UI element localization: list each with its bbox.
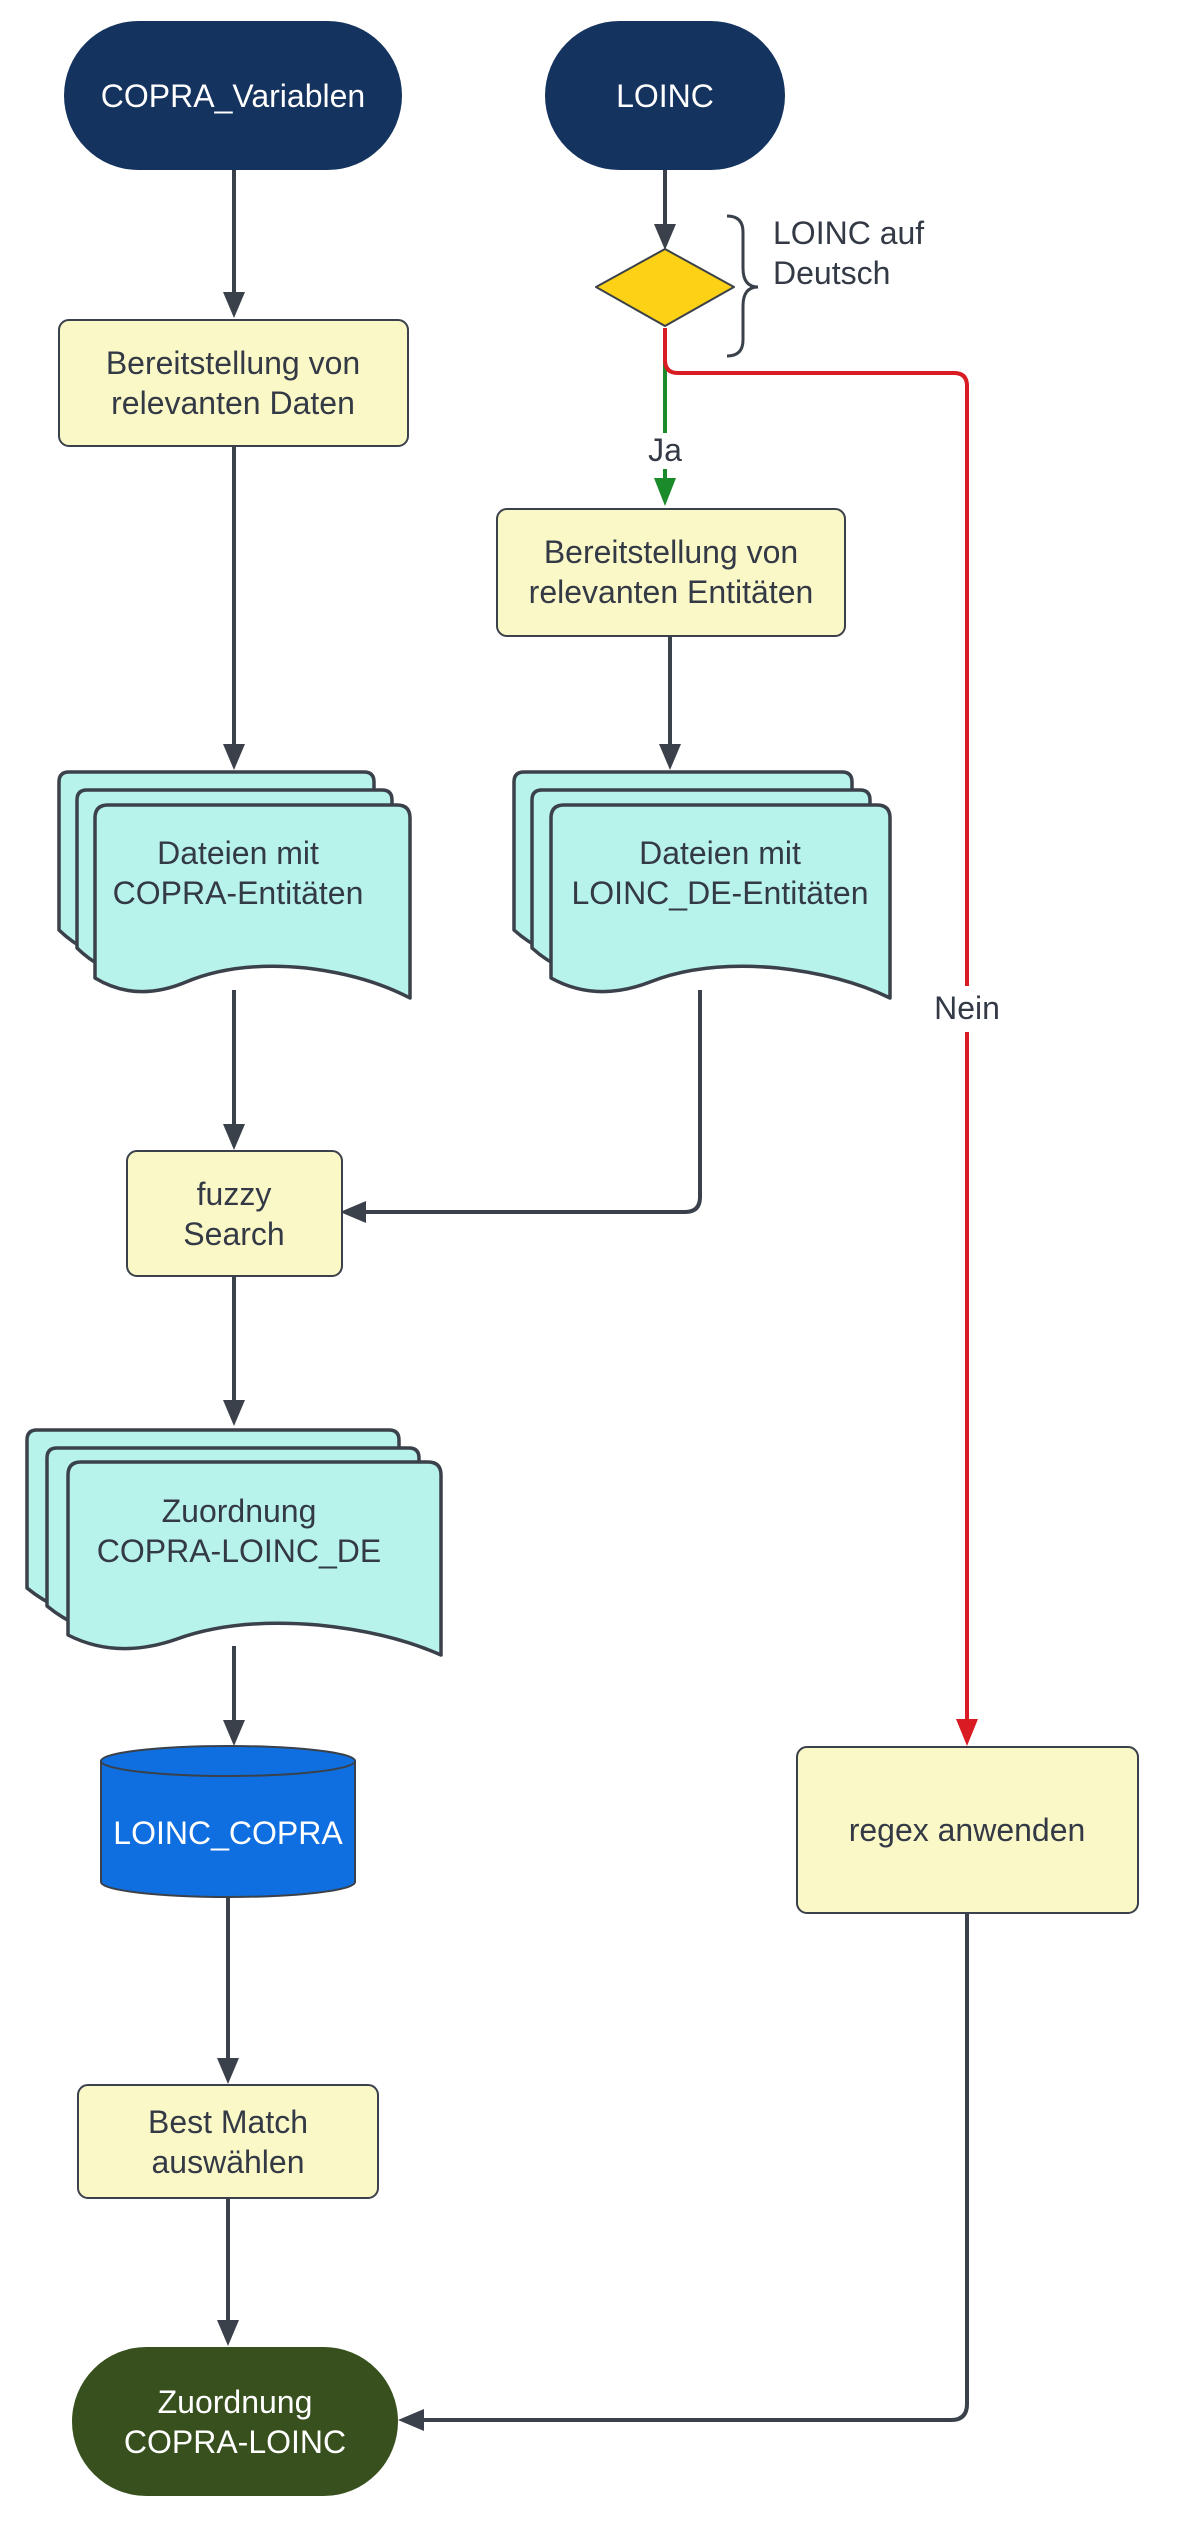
node-label: COPRA_Variablen xyxy=(101,78,365,114)
terminal-copra-variablen: COPRA_Variablen xyxy=(64,21,402,170)
arrowhead-yes xyxy=(654,478,676,506)
terminal-shape xyxy=(545,21,785,170)
node-label-line: Deutsch xyxy=(773,255,890,291)
annotation-brace xyxy=(726,214,759,358)
node-label-line: COPRA-LOINC xyxy=(124,2424,346,2460)
arrowhead xyxy=(223,1124,245,1150)
arrowhead xyxy=(340,1201,366,1223)
document-sheet xyxy=(549,803,892,1000)
node-label-line: Bereitstellung von xyxy=(106,345,360,381)
decision-diamond xyxy=(595,248,735,327)
arrowhead xyxy=(659,744,681,770)
node-label-line: Dateien mit xyxy=(157,835,319,871)
node-label-line: Zuordnung xyxy=(162,1493,317,1529)
node-label-line: Search xyxy=(183,1216,284,1252)
node-label-line: LOINC auf xyxy=(773,215,924,251)
edge-regex-to-final xyxy=(418,1913,969,2422)
edge-label-background xyxy=(640,433,690,469)
arrowhead xyxy=(223,1720,245,1746)
terminal-loinc: LOINC xyxy=(545,21,785,170)
node-label-line: relevanten Entitäten xyxy=(529,574,814,610)
arrowhead xyxy=(223,1400,245,1426)
arrowhead xyxy=(398,2409,424,2431)
node-label-line: relevanten Daten xyxy=(111,385,355,421)
process-shape xyxy=(77,2084,379,2199)
node-label-line: COPRA-Entitäten xyxy=(113,875,364,911)
node-label-line: Bereitstellung von xyxy=(544,534,798,570)
process-shape xyxy=(496,508,846,637)
document-sheet xyxy=(93,803,412,1000)
edge-label-yes: Ja xyxy=(648,432,682,468)
arrowhead-no xyxy=(956,1719,978,1746)
edge-decision-no xyxy=(663,328,969,986)
process-regex-anwenden: regex anwenden xyxy=(796,1746,1139,1914)
node-label: Best Match auswählen xyxy=(148,2104,308,2180)
terminal-shape xyxy=(72,2347,398,2496)
node-label-line: COPRA-LOINC_DE xyxy=(97,1533,382,1569)
process-shape xyxy=(58,319,409,447)
node-label-line: regex anwenden xyxy=(849,1812,1086,1848)
arrowhead xyxy=(217,2320,239,2346)
node-label-line: COPRA_Variablen xyxy=(101,78,365,114)
arrowhead xyxy=(217,2058,239,2084)
node-label-line: fuzzy xyxy=(197,1176,272,1212)
edge-dateien-loinc-to-fuzzy xyxy=(360,990,702,1214)
node-label-line: auswählen xyxy=(152,2144,305,2180)
process-bereitstellung-entitaeten: Bereitstellung von relevanten Entitäten xyxy=(496,508,846,637)
node-label-line: LOINC xyxy=(616,78,714,114)
node-label-line: LOINC_DE-Entitäten xyxy=(571,875,868,911)
process-best-match: Best Match auswählen xyxy=(77,2084,379,2199)
node-label-line: Best Match xyxy=(148,2104,308,2140)
edge-label-background xyxy=(928,988,1006,1030)
database-loinc-copra: LOINC_COPRA xyxy=(100,1745,356,1898)
edge-label-no: Nein xyxy=(934,990,1000,1026)
database-body xyxy=(100,1760,356,1898)
arrowhead xyxy=(654,224,676,250)
node-label: Bereitstellung von relevanten Entitäten xyxy=(529,534,814,610)
node-label: LOINC xyxy=(616,78,714,114)
database-top xyxy=(100,1745,356,1777)
node-label-line: LOINC_COPRA xyxy=(113,1815,343,1851)
process-shape xyxy=(126,1150,343,1277)
node-label: LOINC_COPRA xyxy=(113,1815,343,1851)
arrowhead xyxy=(223,744,245,770)
terminal-shape xyxy=(64,21,402,170)
process-shape xyxy=(796,1746,1139,1914)
node-label-line: Zuordnung xyxy=(158,2384,313,2420)
edges xyxy=(217,170,978,2431)
document-sheet xyxy=(66,1460,443,1657)
node-label: Bereitstellung von relevanten Daten xyxy=(106,345,360,421)
node-label: regex anwenden xyxy=(849,1812,1086,1848)
arrowhead xyxy=(223,292,245,318)
process-bereitstellung-daten: Bereitstellung von relevanten Daten xyxy=(58,319,409,447)
node-label-line: Dateien mit xyxy=(639,835,801,871)
